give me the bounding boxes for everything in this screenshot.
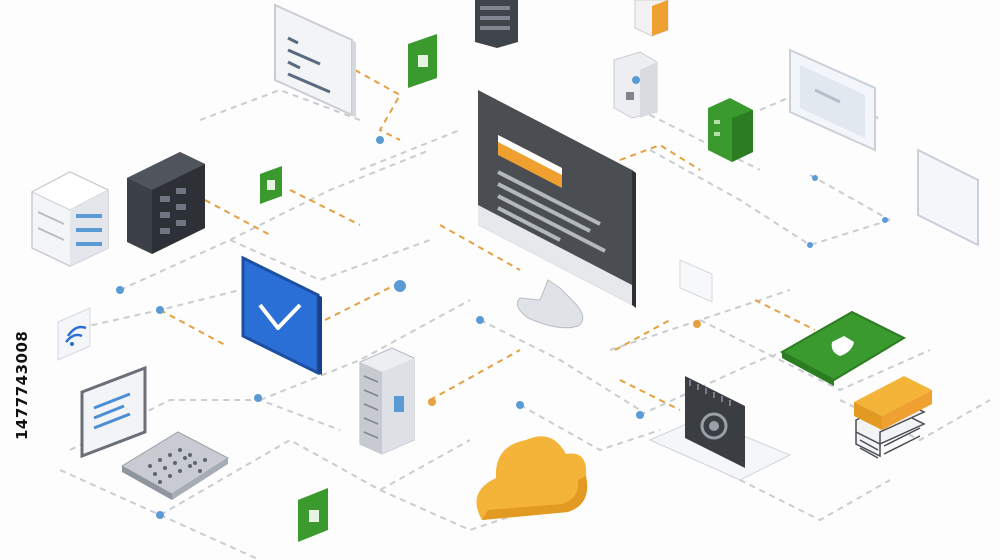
green-tag-icon [408,34,437,88]
glass-panel-icon [917,148,979,247]
tower-server-icon [359,347,415,455]
white-server-icon [30,171,110,267]
wifi-icon [57,307,91,361]
document-panel-icon [274,3,356,117]
monitor-icon [478,90,636,329]
connection-lines [59,69,991,560]
green-tag-small-icon [260,166,282,204]
orange-box-icon [634,0,669,37]
laptop-icon [80,365,147,459]
green-tag-bottom-icon [298,488,328,542]
keyboard-icon [121,431,229,500]
cloud-icon [476,436,588,520]
hard-drive-stack-icon [854,376,932,459]
server-stack-top-icon [475,0,518,48]
card-icon [679,259,713,303]
security-shield-icon [779,310,907,386]
glass-screen-icon [789,48,876,152]
green-router-icon [708,98,753,162]
connection-nodes [116,136,888,519]
stock-image-id: 1477743008 [13,330,31,440]
notebook-icon [648,376,792,481]
orange-nodes [428,320,701,406]
device-box-icon [613,51,658,119]
server-rack-icon [127,152,205,254]
checkmark-screen-icon [241,255,322,376]
